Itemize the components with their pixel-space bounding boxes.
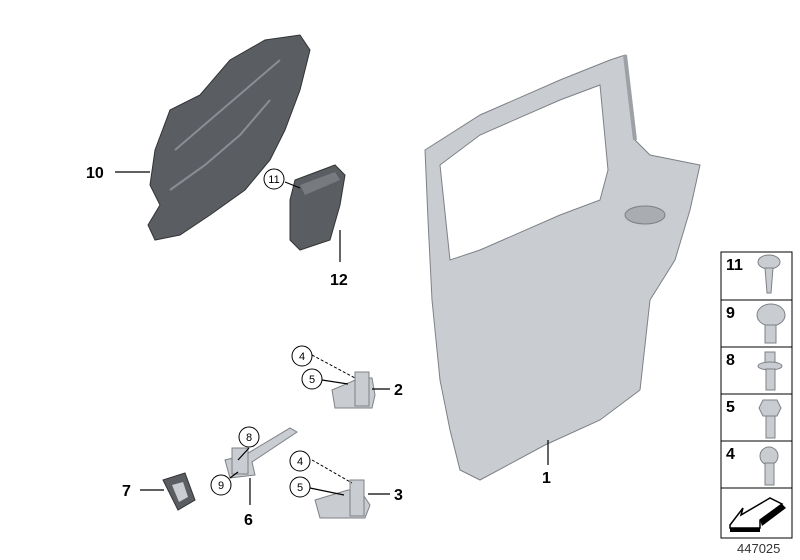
circled-callout-9 [210,474,232,496]
torx-cylinder-head-screw-icon [759,446,779,486]
callout-11: 11 [268,174,279,186]
legend-number-8: 8 [726,352,735,369]
callout-6: 6 [244,512,253,529]
callout-10: 10 [86,165,104,182]
torx-collar-bolt-icon [757,351,783,391]
leader-9 [229,471,239,479]
callout-5-lower: 5 [297,482,303,494]
circled-callout-4-upper [291,345,313,367]
circled-callout-8 [238,426,260,448]
callout-12: 12 [330,272,348,289]
callout-2: 2 [394,382,403,399]
bracket[interactable] [289,164,346,251]
callout-4-upper: 4 [299,351,305,363]
rear-door[interactable] [424,54,701,481]
callout-9: 9 [218,480,224,492]
diagram-number: 447025 [737,541,780,556]
legend-number-5: 5 [726,399,735,416]
callout-3: 3 [394,487,403,504]
arrow-symbol-icon [729,497,786,532]
circled-callout-5-lower [289,476,311,498]
callout-7: 7 [122,483,131,500]
grommet[interactable] [162,472,196,511]
callout-1: 1 [542,470,551,487]
leader-8 [237,447,250,461]
torx-pan-head-screw-icon [757,254,781,294]
door-check-strap[interactable] [224,427,298,479]
door-membrane[interactable] [147,34,311,241]
torx-large-head-bolt-icon [756,303,786,344]
callout-8: 8 [246,432,252,444]
callout-5-upper: 5 [309,374,315,386]
legend-number-11: 11 [726,257,743,274]
legend-number-9: 9 [726,305,735,322]
leader-11 [284,181,301,189]
fastener-legend: 11 9 8 5 4 [720,251,793,539]
circled-callout-4-lower [289,450,311,472]
dashed-leader-4-upper [311,354,356,379]
leader-5-upper [321,379,349,385]
callout-4-lower: 4 [297,456,303,468]
lower-hinge[interactable] [314,479,371,519]
dashed-leader-4-lower [311,459,353,484]
circled-callout-11 [263,168,285,190]
upper-hinge[interactable] [331,371,376,409]
leader-5-lower [309,487,345,496]
hex-flange-bolt-icon [758,399,782,439]
legend-number-4: 4 [726,446,735,463]
circled-callout-5-upper [301,368,323,390]
